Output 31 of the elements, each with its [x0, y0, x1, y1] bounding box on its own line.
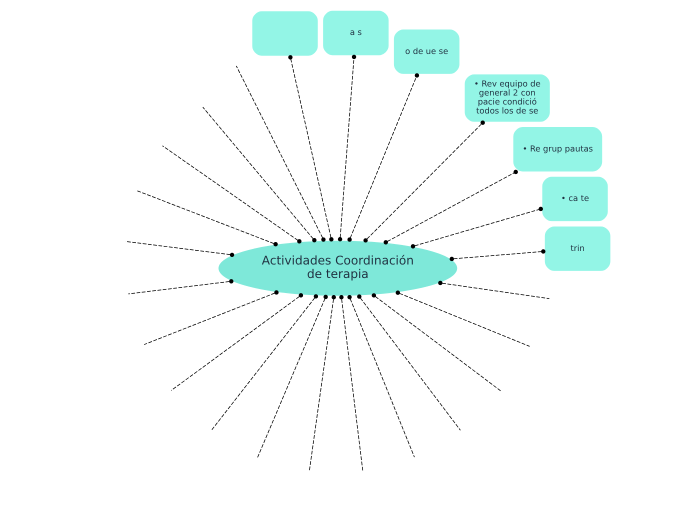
- connector: [398, 293, 530, 347]
- node-box: • ca te: [542, 176, 608, 222]
- connector: [449, 249, 545, 262]
- connector: [170, 296, 300, 391]
- connector: [136, 190, 274, 244]
- node-box: • Rev equipo de general 2 con pacie condició todos los de se: [464, 74, 550, 122]
- connector: [124, 241, 230, 256]
- node-box: trin: [544, 226, 610, 271]
- connector: [360, 298, 460, 431]
- connector: [340, 298, 363, 472]
- connector: [362, 120, 484, 243]
- connector: [235, 66, 322, 238]
- connector: [143, 292, 275, 345]
- connector: [288, 55, 334, 242]
- connector: [349, 298, 414, 458]
- connector: [337, 54, 356, 242]
- node-box: o de ue se: [393, 29, 459, 74]
- connector: [346, 73, 419, 242]
- connector: [256, 298, 325, 458]
- connector: [162, 145, 298, 241]
- connector: [374, 296, 501, 392]
- connector: [210, 298, 315, 431]
- connector: [202, 106, 313, 240]
- connector: [308, 298, 334, 472]
- node-box: [252, 11, 318, 56]
- node-box: a s: [322, 10, 388, 56]
- connector: [127, 281, 230, 294]
- connector: [383, 170, 518, 244]
- connector: [441, 282, 550, 299]
- node-box: • Re grup pautas: [512, 127, 602, 172]
- connector: [410, 206, 542, 248]
